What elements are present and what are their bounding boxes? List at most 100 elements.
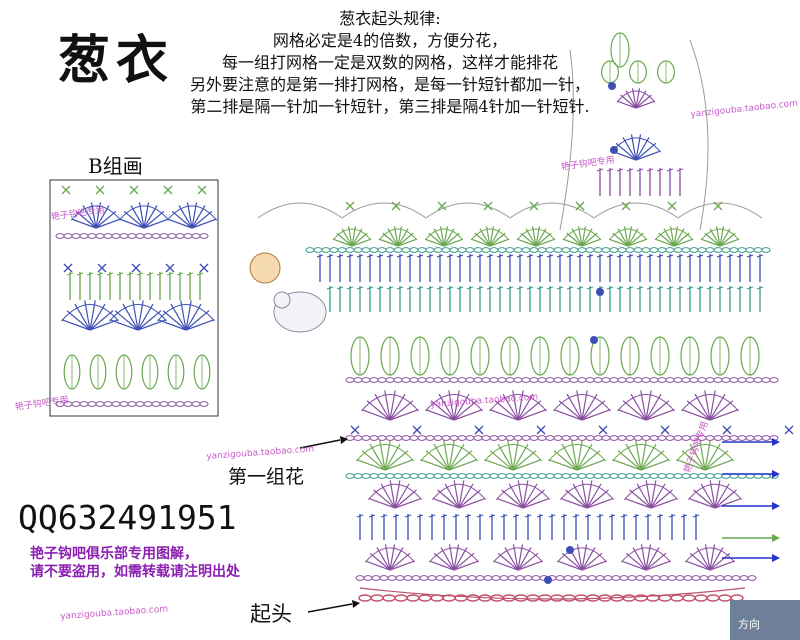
chain-stitch [577, 435, 587, 441]
chain-stitch [393, 473, 403, 479]
chain-stitch [441, 473, 451, 479]
chain-stitch [355, 575, 365, 581]
chain-stitch [537, 435, 547, 441]
rules-line: 每一组打网格一定是双数的网格，这样才能排花 [221, 53, 558, 72]
chain-stitch [531, 575, 541, 581]
chain-stitch [673, 473, 683, 479]
fan-stitch [517, 238, 537, 247]
fan-stitch [563, 238, 583, 247]
chain-stitch [689, 377, 699, 383]
fan-stitch [719, 238, 739, 247]
stitch-bar [524, 514, 532, 518]
chain-stitch [191, 401, 201, 407]
fan-arc [553, 394, 611, 412]
chain-stitch [745, 435, 755, 441]
mascot-badge [249, 252, 281, 284]
foundation-chain [466, 594, 480, 602]
fan-arc [654, 228, 694, 241]
fan-arc [109, 304, 167, 322]
fan-stitch [453, 552, 475, 571]
fan-stitch [565, 489, 588, 509]
chain-stitch [87, 233, 97, 239]
stitch-bar [646, 254, 654, 258]
scallop-outline [593, 202, 679, 219]
chain-stitch [417, 473, 427, 479]
fan-stitch [351, 232, 368, 247]
chain-stitch [611, 575, 621, 581]
stitch-bar [686, 254, 694, 258]
chain-stitch [377, 473, 387, 479]
chain-stitch [715, 575, 725, 581]
fan-stitch [384, 450, 409, 471]
chain-stitch [409, 247, 419, 253]
chain-stitch [657, 377, 667, 383]
fan-stitch [185, 319, 215, 331]
single-crochet-mark [722, 425, 732, 435]
chain-stitch [441, 247, 451, 253]
fan-stitch [432, 497, 460, 509]
single-crochet-mark [412, 425, 422, 435]
chain-stitch [561, 473, 571, 479]
fan-stitch [389, 409, 419, 421]
stitch-bar [616, 168, 624, 172]
fan-arc [118, 205, 170, 221]
stitch-bar [596, 514, 604, 518]
fan-stitch [178, 205, 193, 229]
fan-stitch [351, 238, 371, 247]
fan-arc [684, 547, 736, 563]
fan-arc [516, 228, 556, 241]
direction-label: 方向 [738, 618, 760, 631]
fan-stitch [714, 497, 742, 509]
foundation-chain [538, 594, 552, 602]
fan-stitch [625, 443, 642, 471]
arrow-head [772, 534, 780, 542]
stitch-bar [356, 286, 364, 290]
fan-stitch [368, 497, 396, 509]
single-crochet-mark [95, 185, 105, 195]
fan-stitch [630, 393, 647, 421]
foundation-chain [670, 594, 684, 602]
fan-stitch [581, 547, 596, 571]
fan-stitch [709, 409, 739, 421]
chain-stitch [625, 247, 635, 253]
stitch-bar [606, 168, 614, 172]
stitch-bar [746, 286, 754, 290]
stitch-bar [676, 286, 684, 290]
rules-line: 另外要注意的是第一排打网格，是每一针短针都加一针， [190, 75, 591, 94]
fan-stitch [586, 497, 614, 509]
fan-stitch [382, 232, 399, 247]
fan-stitch [384, 459, 414, 471]
mascot-mouse-head [273, 291, 291, 309]
marker-dot [610, 146, 618, 154]
stitch-bar [586, 286, 594, 290]
single-crochet-mark [61, 185, 71, 195]
fan-stitch [66, 310, 91, 331]
chain-stitch [465, 435, 475, 441]
fan-stitch [517, 393, 534, 421]
foundation-chain [358, 594, 372, 602]
chain-stitch [377, 435, 387, 441]
stitch-bar [656, 254, 664, 258]
fan-stitch [369, 443, 386, 471]
fan-stitch [686, 400, 711, 421]
chain-stitch [433, 377, 443, 383]
fan-stitch [704, 450, 729, 471]
fan-arc [612, 444, 670, 462]
stitch-bar [560, 514, 568, 518]
fan-stitch [61, 319, 91, 331]
chain-stitch [491, 575, 501, 581]
stitch-bar [466, 286, 474, 290]
chain-stitch [175, 233, 185, 239]
chain-stitch [481, 247, 491, 253]
stitch-bar [666, 254, 674, 258]
chain-stitch [601, 247, 611, 253]
chain-stitch [401, 435, 411, 441]
fan-stitch [535, 232, 552, 247]
foundation-chain [562, 594, 576, 602]
chain-stitch [393, 247, 403, 253]
fan-arc [484, 444, 542, 462]
chain-stitch [545, 435, 555, 441]
chain-stitch [665, 435, 675, 441]
chain-stitch [353, 435, 363, 441]
fan-stitch [512, 459, 542, 471]
